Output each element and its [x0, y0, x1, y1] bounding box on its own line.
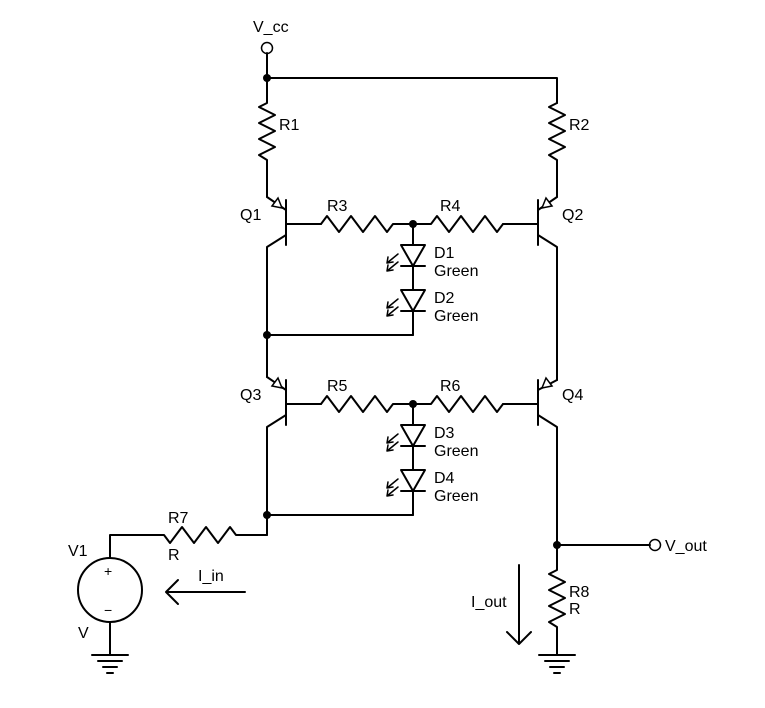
emitter-arrow-icon [540, 196, 554, 210]
q1-label: Q1 [240, 207, 261, 224]
transistor-q4: Q4 [502, 376, 583, 546]
transistor-q2: Q2 [502, 196, 583, 381]
top-rail-wire [263, 52, 558, 104]
q3-label: Q3 [240, 387, 261, 404]
d4-label: D4 [434, 470, 455, 487]
light-emission-icon [386, 433, 399, 452]
resistor-r8: R8 R [548, 544, 590, 656]
light-emission-icon [386, 478, 399, 497]
r1-label: R1 [279, 117, 300, 134]
resistor-r4: R4 [412, 198, 504, 233]
emitter-arrow-icon [270, 196, 284, 210]
r4-label: R4 [440, 198, 461, 215]
transistor-q3: Q3 [240, 376, 322, 516]
output-wire: V_out [553, 538, 707, 555]
led-d1: D1 Green [386, 223, 478, 291]
d1-color: Green [434, 263, 478, 280]
v1-label: V1 [68, 543, 88, 560]
vout-label: V_out [665, 538, 707, 555]
led-d3: D3 Green [386, 403, 478, 471]
resistor-r2: R2 [548, 102, 590, 198]
light-emission-icon [386, 298, 399, 317]
v1-value: V [78, 625, 89, 642]
vcc-terminal: V_cc [253, 19, 289, 55]
resistor-r3: R3 [320, 198, 414, 233]
ground-icon [538, 654, 576, 674]
d2-color: Green [434, 308, 478, 325]
resistor-r5: R5 [320, 378, 414, 413]
light-emission-icon [386, 253, 399, 272]
d3-label: D3 [434, 425, 455, 442]
resistor-r1: R1 [258, 77, 300, 198]
voltage-source-v1: + − V1 V [68, 543, 143, 656]
emitter-arrow-icon [540, 376, 554, 390]
minus-sign: − [104, 602, 112, 618]
led-d4: D4 Green [386, 469, 478, 516]
r3-label: R3 [327, 198, 348, 215]
iout-label: I_out [471, 594, 507, 611]
transistor-q1: Q1 [240, 196, 322, 336]
r8-label: R8 [569, 584, 590, 601]
resistor-r6: R6 [412, 378, 504, 413]
r7-label: R7 [168, 510, 189, 527]
d1-label: D1 [434, 245, 455, 262]
resistor-r7: R7 R [109, 510, 268, 564]
mid-bus-wire [263, 331, 414, 378]
r7-value: R [168, 547, 180, 564]
d3-color: Green [434, 443, 478, 460]
output-current-arrow: I_out [471, 564, 532, 645]
iin-label: I_in [198, 568, 224, 585]
q2-label: Q2 [562, 207, 583, 224]
vcc-label: V_cc [253, 19, 289, 36]
junction-dot [263, 331, 271, 339]
junction-dot [263, 511, 271, 519]
d4-color: Green [434, 488, 478, 505]
vout-terminal [648, 538, 662, 552]
r2-label: R2 [569, 117, 590, 134]
plus-sign: + [104, 563, 112, 579]
bottom-bus-wire [263, 511, 414, 536]
r6-label: R6 [440, 378, 461, 395]
r8-value: R [569, 601, 581, 618]
led-d2: D2 Green [386, 289, 478, 336]
r5-label: R5 [327, 378, 348, 395]
ground-icon [91, 654, 129, 674]
emitter-arrow-icon [270, 376, 284, 390]
d2-label: D2 [434, 290, 455, 307]
input-current-arrow: I_in [165, 568, 246, 605]
q4-label: Q4 [562, 387, 583, 404]
